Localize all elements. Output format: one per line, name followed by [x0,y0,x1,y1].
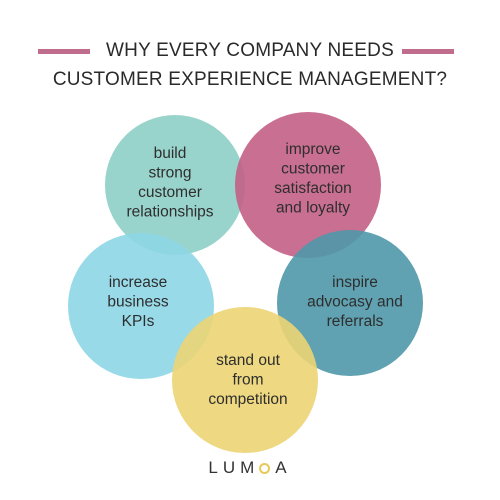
circle-label-line: satisfaction [274,180,352,197]
title-line-2: CUSTOMER EXPERIENCE MANAGEMENT? [52,69,448,90]
circle-label-line: improve [285,141,340,158]
circle-label-line: advocasy and [307,294,403,311]
circle-increase [68,233,214,379]
circle-label-improve: improve customer satisfaction and loyalty [274,141,352,217]
logo-text-end: A [275,458,292,477]
circle-label-line: customer [281,161,345,178]
circle-label-line: customer [138,184,202,201]
circle-label-line: competition [208,391,287,408]
circle-label-line: relationships [126,204,213,221]
title-line-1: WHY EVERY COMPANY NEEDS [106,40,394,61]
circle-label-line: stand out [216,352,280,369]
circle-build [105,115,245,255]
circle-label-line: from [233,372,264,389]
logo-text-start: LUM [208,458,260,477]
title-accent-bar-left [38,49,90,54]
circle-label-standout: stand out from competition [208,352,287,408]
circle-label-line: and loyalty [276,200,350,217]
circle-improve [235,112,381,258]
circle-label-line: increase [109,274,168,291]
circle-label-build: build strong customer relationships [126,145,213,221]
circle-label-line: inspire [332,274,378,291]
circle-label-line: KPIs [122,313,155,330]
circle-label-line: business [107,294,168,311]
circle-label-line: referrals [327,313,384,330]
circle-label-line: build [154,145,187,162]
circle-label-line: strong [148,165,191,182]
title-accent-bar-right [402,49,454,54]
circle-label-inspire: inspire advocasy and referrals [307,274,403,330]
circle-inspire [277,230,423,376]
logo-circle-icon [259,463,271,474]
circle-standout [172,307,318,453]
lumoa-logo: LUM A [0,458,500,478]
